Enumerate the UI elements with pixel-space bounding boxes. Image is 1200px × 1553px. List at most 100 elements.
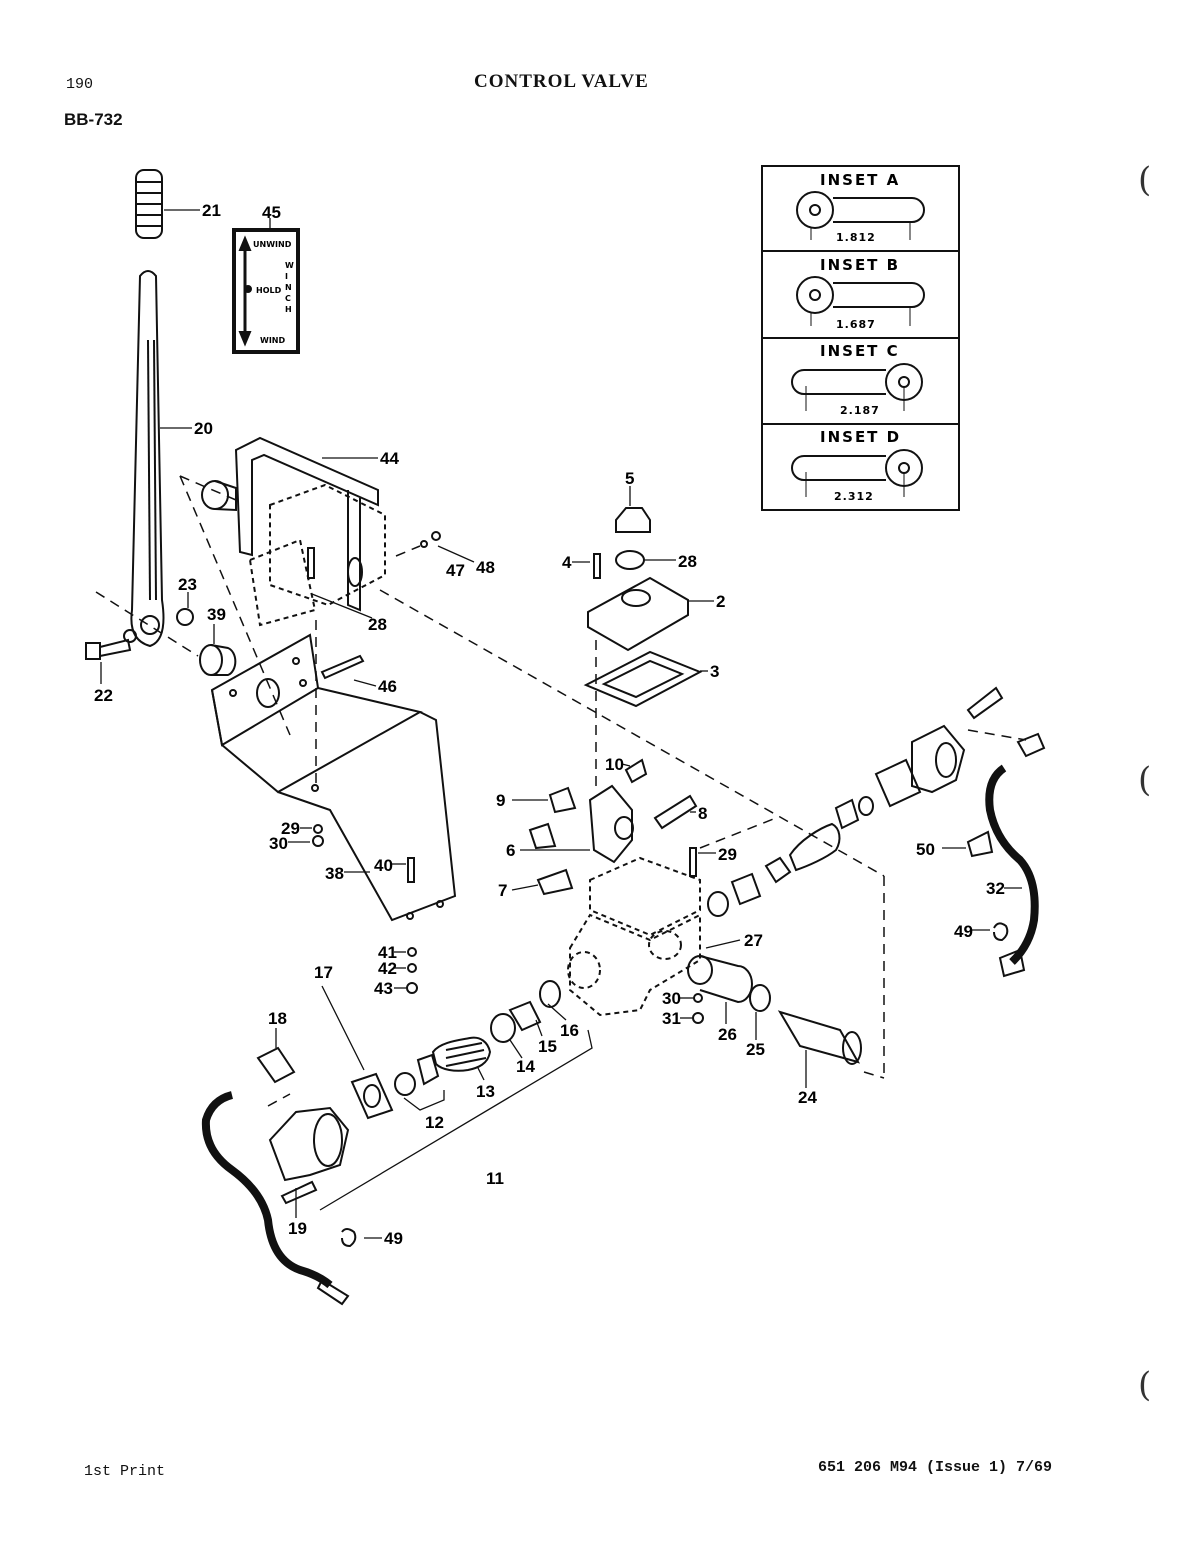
callout-11: 11: [486, 1169, 504, 1188]
mounting-bracket: [210, 633, 457, 922]
inset-table: [761, 165, 960, 511]
print-note: 1st Print: [84, 1463, 166, 1480]
gauge-winch-letter: C: [285, 294, 291, 303]
binder-hole-mark: (: [1138, 1365, 1152, 1405]
callout-29b: 29: [718, 845, 737, 864]
hose-right: [985, 764, 1039, 978]
callout-31: 31: [662, 1009, 681, 1028]
clip-50: [966, 830, 994, 858]
lever-knob: [135, 169, 163, 239]
bolt-22: [85, 638, 132, 660]
clip-49-upper: [993, 922, 1009, 942]
nut-43: [406, 982, 418, 994]
hose-left: [201, 1091, 350, 1306]
page-number: 190: [66, 76, 94, 93]
callout-43: 43: [374, 979, 393, 998]
figure-code: BB-732: [64, 110, 123, 129]
inset-d-link: [791, 449, 923, 497]
callout-38: 38: [325, 864, 344, 883]
callout-42: 42: [378, 959, 397, 978]
inset-c-title: INSET C: [820, 342, 900, 360]
elbow-fitting-18: [256, 1046, 296, 1084]
callout-49b: 49: [954, 922, 973, 941]
callout-6: 6: [506, 841, 515, 860]
gauge-plate-number: 45: [262, 203, 281, 222]
winch-gauge-plate: [232, 228, 300, 354]
gasket-3: [583, 650, 703, 708]
clip-49-lower: [341, 1228, 357, 1248]
spool-components-left: [394, 980, 561, 1096]
callout-41: 41: [378, 943, 397, 962]
callout-48: 48: [476, 558, 495, 577]
callout-3: 3: [710, 662, 719, 681]
callout-8: 8: [698, 804, 707, 823]
callout-21: 21: [202, 201, 221, 220]
callout-24: 24: [798, 1088, 817, 1107]
gauge-winch-letter: I: [285, 272, 288, 281]
control-lever: [123, 270, 165, 648]
washer-29: [313, 824, 323, 834]
plug-5: [615, 507, 651, 533]
callout-9: 9: [496, 791, 505, 810]
inset-a-dimension: 1.812: [836, 231, 876, 244]
callout-39: 39: [207, 605, 226, 624]
callout-40: 40: [374, 856, 393, 875]
page-title: CONTROL VALVE: [474, 71, 649, 92]
callout-27: 27: [744, 931, 763, 950]
inset-b-link: [796, 276, 925, 326]
inset-d-dimension: 2.312: [834, 490, 874, 503]
bush-39: [199, 644, 237, 676]
nut-48: [431, 531, 441, 541]
gauge-hold-label: HOLD: [256, 286, 282, 295]
screw-19: [280, 1180, 318, 1205]
bolt-top-right: [966, 686, 1004, 720]
bushing-26-27: [687, 955, 753, 1004]
washer-42: [407, 963, 417, 973]
callout-30: 30: [269, 834, 288, 853]
washer-47: [420, 540, 428, 548]
gauge-winch-letter: W: [285, 261, 294, 270]
inset-b-title: INSET B: [820, 256, 900, 274]
callout-49: 49: [384, 1229, 403, 1248]
screw-28-upper: [307, 547, 315, 579]
shaft-24: [777, 1010, 862, 1065]
callout-18: 18: [268, 1009, 287, 1028]
callout-25: 25: [746, 1040, 765, 1059]
guard-44: [201, 436, 386, 627]
washer-41: [407, 947, 417, 957]
ring-25: [749, 984, 771, 1012]
binder-hole-mark: (: [1138, 760, 1152, 800]
callout-47: 47: [446, 561, 465, 580]
gauge-winch-letter: N: [285, 283, 292, 292]
callout-44: 44: [380, 449, 399, 468]
inset-c-dimension: 2.187: [840, 404, 880, 417]
callout-5: 5: [625, 469, 634, 488]
washer-28: [615, 550, 645, 570]
callout-2: 2: [716, 592, 725, 611]
valve-lever-assembly: [528, 758, 698, 896]
callout-32: 32: [986, 879, 1005, 898]
callout-46: 46: [378, 677, 397, 696]
callout-28b: 28: [678, 552, 697, 571]
callout-19: 19: [288, 1219, 307, 1238]
fitting-top-right: [1016, 732, 1046, 758]
bolt-4: [593, 553, 601, 579]
inset-a-link: [796, 191, 925, 240]
screw-40: [407, 857, 415, 883]
cover-plate-2: [587, 576, 689, 652]
callout-16: 16: [560, 1021, 579, 1040]
nut-23: [176, 608, 194, 626]
bolt-29: [689, 847, 697, 877]
nut-31: [692, 1012, 704, 1024]
callout-12: 12: [425, 1113, 444, 1132]
gauge-unwind-label: UNWIND: [253, 240, 292, 249]
leader-lines: [100, 209, 1022, 1239]
inset-d-title: INSET D: [820, 428, 901, 446]
gauge-winch-letter: H: [285, 305, 292, 314]
end-cap: [268, 1106, 350, 1182]
assembly-dashed-lines: [95, 475, 1027, 1107]
inset-c-link: [791, 363, 923, 411]
callout-26: 26: [718, 1025, 737, 1044]
document-reference: 651 206 M94 (Issue 1) 7/69: [818, 1459, 1053, 1476]
